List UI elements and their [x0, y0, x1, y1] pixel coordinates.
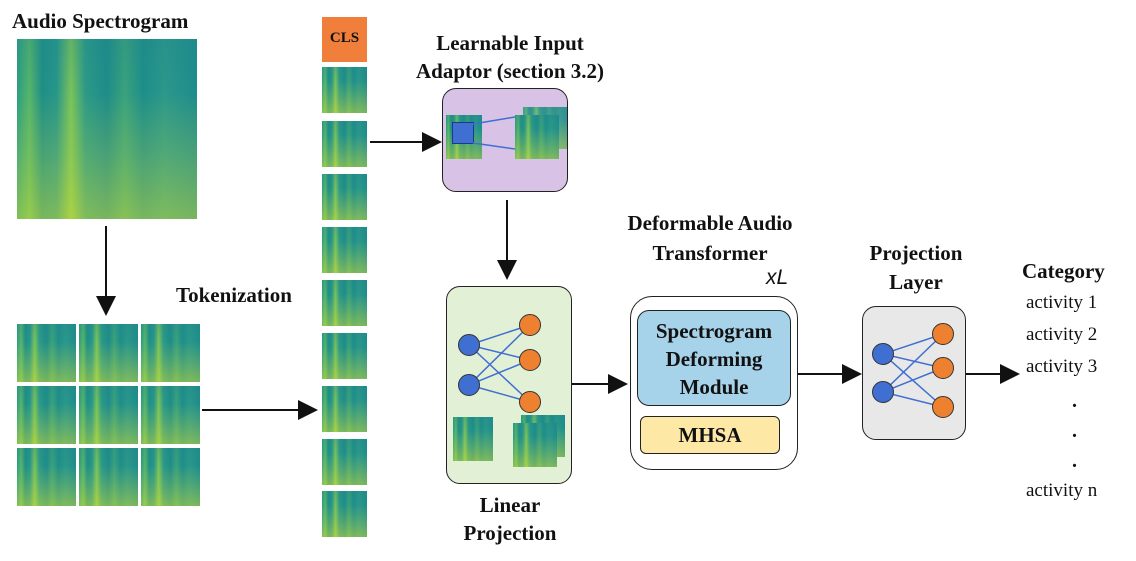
- adaptor-title-line1: Learnable Input: [436, 31, 584, 55]
- output-node-icon: [519, 314, 541, 336]
- ellipsis-dot: .: [1072, 420, 1077, 442]
- adaptor-title-line2: Adaptor (section 3.2): [415, 59, 604, 83]
- sdm-label-line1: Spectrogram: [655, 319, 773, 343]
- patch: [141, 448, 200, 506]
- output-node-icon: [932, 323, 954, 345]
- linear-patch-stack-front: [513, 423, 557, 467]
- linear-projection-box: [446, 286, 572, 484]
- patch: [79, 324, 138, 382]
- token: [322, 67, 367, 113]
- adaptor-output-patch-front: [515, 115, 559, 159]
- patch: [17, 448, 76, 506]
- input-node-icon: [458, 334, 480, 356]
- projection-layer-title-line2: Layer: [889, 270, 943, 294]
- spectrogram-patch-grid: [17, 324, 201, 508]
- patch: [141, 386, 200, 444]
- activity-item: activity 2: [1026, 324, 1098, 345]
- patch: [17, 324, 76, 382]
- output-node-icon: [932, 396, 954, 418]
- sdm-label-line2: Deforming: [665, 347, 763, 371]
- linear-projection-label-line1: Linear: [479, 493, 541, 517]
- patch: [17, 386, 76, 444]
- token: [322, 121, 367, 167]
- activity-item: activity 3: [1026, 356, 1098, 377]
- adaptor-mapping-lines: [472, 116, 516, 150]
- learnable-input-adaptor-box: [442, 88, 568, 192]
- transformer-title-line1: Deformable Audio: [627, 211, 793, 235]
- activity-item: activity n: [1026, 480, 1098, 501]
- cls-token-label: CLS: [329, 30, 360, 46]
- ellipsis-dot: .: [1072, 450, 1077, 472]
- token: [322, 386, 367, 432]
- tokenization-label: Tokenization: [176, 283, 292, 307]
- linear-projection-label-line2: Projection: [463, 521, 557, 545]
- token: [322, 280, 367, 326]
- spectrogram-deforming-module-box: [637, 310, 791, 406]
- audio-spectrogram-title: Audio Spectrogram: [12, 9, 189, 33]
- token: [322, 333, 367, 379]
- audio-spectrogram-image: [17, 39, 197, 219]
- patch: [79, 448, 138, 506]
- projection-layer-box: [862, 306, 966, 440]
- token: [322, 174, 367, 220]
- output-node-icon: [519, 349, 541, 371]
- input-node-icon: [872, 381, 894, 403]
- token: [322, 439, 367, 485]
- input-node-icon: [458, 374, 480, 396]
- category-title: Category: [1022, 259, 1105, 283]
- patch: [79, 386, 138, 444]
- projection-layer-title-line1: Projection: [869, 241, 963, 265]
- transformer-title-line2: Transformer: [652, 241, 768, 265]
- mhsa-label: MHSA: [678, 423, 742, 447]
- ellipsis-dot: .: [1072, 390, 1077, 412]
- mhsa-box: [640, 416, 780, 454]
- activity-item: activity 1: [1026, 292, 1098, 313]
- adaptor-kernel-square: [452, 122, 474, 144]
- token: [322, 227, 367, 273]
- output-node-icon: [932, 357, 954, 379]
- layer-repeat-label: xL: [766, 266, 789, 289]
- patch: [141, 324, 200, 382]
- cls-token: [322, 17, 367, 62]
- input-node-icon: [872, 343, 894, 365]
- sdm-label-line3: Module: [679, 375, 749, 399]
- token: [322, 491, 367, 537]
- linear-patch: [453, 417, 493, 461]
- output-node-icon: [519, 391, 541, 413]
